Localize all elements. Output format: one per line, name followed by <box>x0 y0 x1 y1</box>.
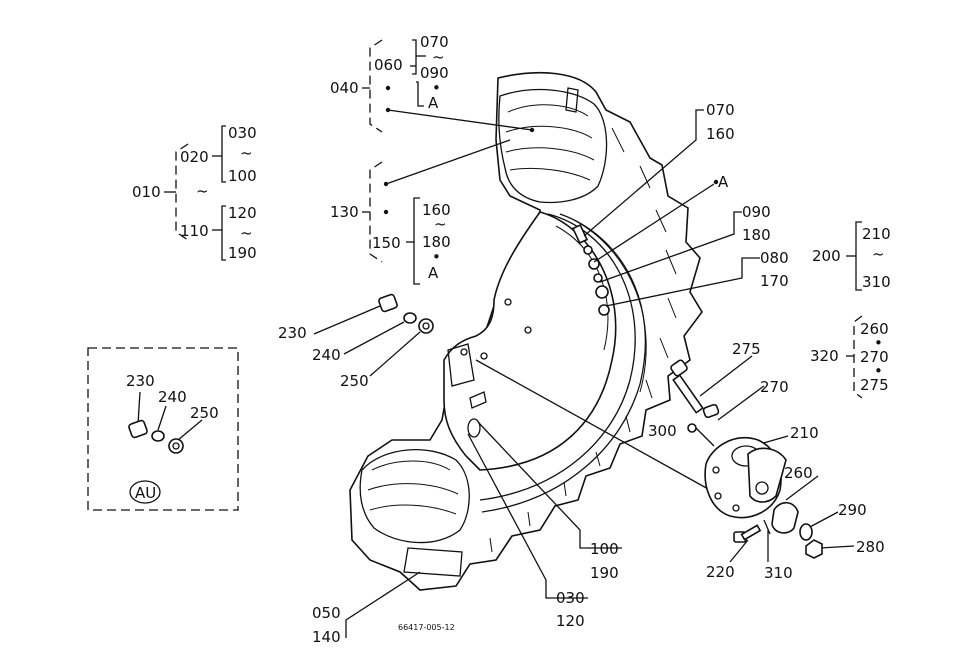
tire-drawing <box>349 71 703 591</box>
ref-275: 275 <box>860 376 889 394</box>
ref-020: 020 <box>180 148 209 166</box>
tilde-sep: ~ <box>872 245 885 263</box>
ref-110: 110 <box>180 222 209 240</box>
ref-160-range-start: 160 <box>422 201 451 219</box>
ref-100: 100 <box>590 540 619 558</box>
ref-050: 050 <box>312 604 341 622</box>
tilde-sep: ~ <box>240 224 253 242</box>
ref-220: 220 <box>706 563 735 581</box>
ref-260: 260 <box>860 320 889 338</box>
ref-160: 160 <box>706 125 735 143</box>
ref-310: 310 <box>862 273 891 291</box>
ref-210: 210 <box>862 225 891 243</box>
ref-190: 190 <box>228 244 257 262</box>
dot-sep: • <box>874 334 883 352</box>
ref-280: 280 <box>856 538 885 556</box>
group-320: 320 260 • 270 • 275 <box>810 315 889 399</box>
ref-070-range-start: 070 <box>420 33 449 51</box>
ref-150: 150 <box>372 234 401 252</box>
ref-180: 180 <box>742 226 771 244</box>
drawing-code: 66417-005-12 <box>398 623 455 632</box>
ref-080: 080 <box>760 249 789 267</box>
ref-240: 240 <box>312 346 341 364</box>
ref-a: A <box>718 173 729 191</box>
callout-labels: 070 160 A 090 180 080 170 100 190 030 12… <box>312 101 789 646</box>
ref-140: 140 <box>312 628 341 646</box>
tilde-sep: ~ <box>434 215 447 233</box>
group-040: 040 060 070 ~ 090 • A <box>330 33 449 133</box>
group-130: 130 150 160 ~ 180 • A <box>330 161 451 285</box>
ref-230: 230 <box>278 324 307 342</box>
ref-100: 100 <box>228 167 257 185</box>
inset-au-variant: 230 240 250 AU <box>87 347 239 511</box>
ref-300: 300 <box>648 422 677 440</box>
tilde-sep: ~ <box>196 182 209 200</box>
tilde-sep: ~ <box>432 48 445 66</box>
ref-030: 030 <box>228 124 257 142</box>
leader-lines <box>313 107 855 638</box>
ref-130: 130 <box>330 203 359 221</box>
hub-bolt-275 <box>670 359 704 414</box>
ref-170: 170 <box>760 272 789 290</box>
ref-090: 090 <box>742 203 771 221</box>
valve-stem <box>571 223 610 316</box>
ref-090-range-end: 090 <box>420 64 449 82</box>
group-010: 010 020 ~ 110 030 ~ 100 120 ~ 190 <box>132 124 257 262</box>
ref-060: 060 <box>374 56 403 74</box>
inset-ref-240: 240 <box>158 388 187 406</box>
ref-070: 070 <box>706 101 735 119</box>
dot-sep: • <box>432 248 441 266</box>
ref-310: 310 <box>764 564 793 582</box>
inset-ref-250: 250 <box>190 404 219 422</box>
hub-labels: 275 270 300 210 260 290 280 220 310 <box>648 340 885 582</box>
ref-030: 030 <box>556 589 585 607</box>
hub-assembly <box>670 359 823 559</box>
inset-ref-230: 230 <box>126 372 155 390</box>
ref-320: 320 <box>810 347 839 365</box>
ref-a: A <box>428 264 439 282</box>
ref-270: 270 <box>860 348 889 366</box>
ref-210: 210 <box>790 424 819 442</box>
ref-190: 190 <box>590 564 619 582</box>
ref-270: 270 <box>760 378 789 396</box>
ref-290: 290 <box>838 501 867 519</box>
dot-sep: • <box>432 79 441 97</box>
nut-set: 230 240 250 <box>278 293 434 390</box>
dot-sep: • <box>874 362 883 380</box>
ref-200: 200 <box>812 247 841 265</box>
group-200: 200 210 ~ 310 <box>812 221 891 291</box>
ref-120: 120 <box>556 612 585 630</box>
ref-180-range-end: 180 <box>422 233 451 251</box>
ref-275: 275 <box>732 340 761 358</box>
ref-010: 010 <box>132 183 161 201</box>
ref-120: 120 <box>228 204 257 222</box>
ref-a: A <box>428 94 439 112</box>
ref-040: 040 <box>330 79 359 97</box>
tilde-sep: ~ <box>240 144 253 162</box>
ref-260: 260 <box>784 464 813 482</box>
ref-250: 250 <box>340 372 369 390</box>
au-badge: AU <box>135 484 156 502</box>
